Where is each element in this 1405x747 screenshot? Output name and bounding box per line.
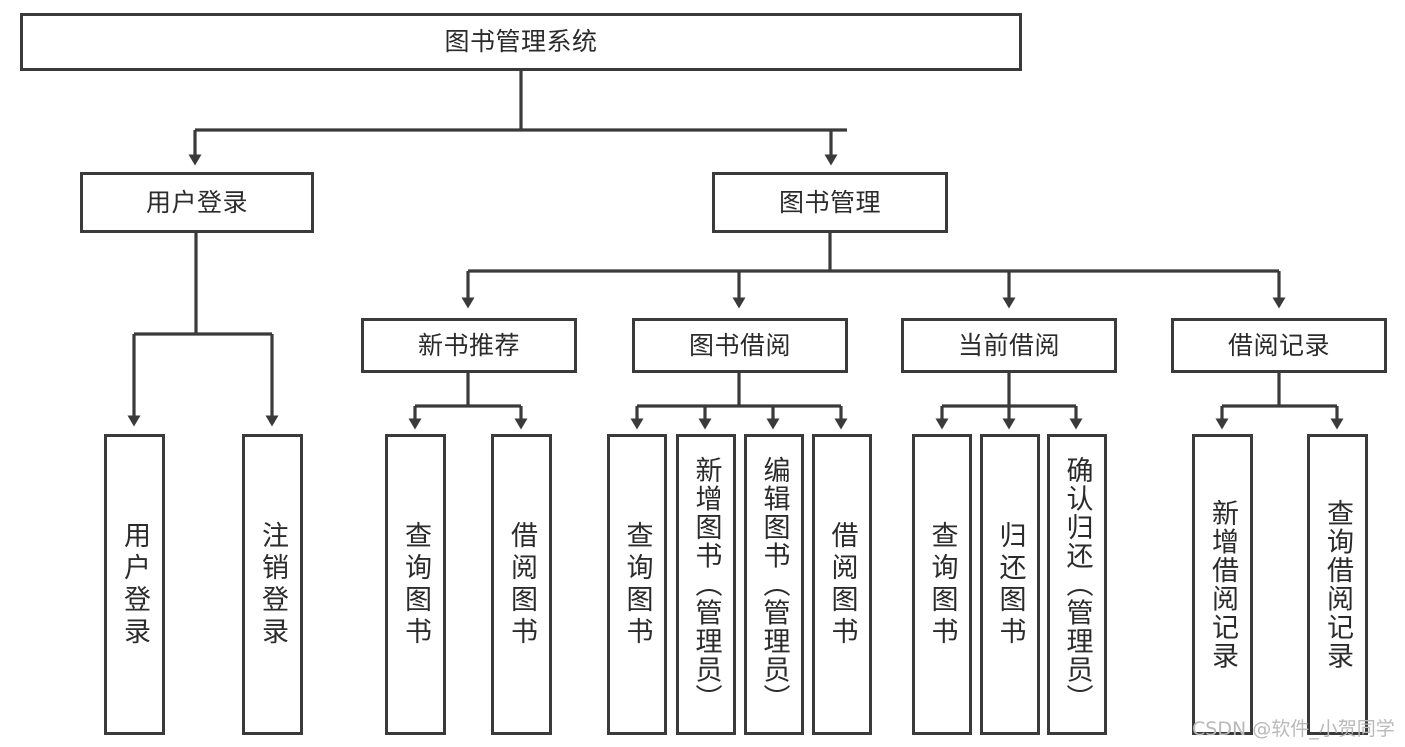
node-user-login-label: 用户登录 xyxy=(145,187,248,217)
watermark: CSDN @软件_小贺同学 xyxy=(1192,718,1395,740)
leaf-borrow-record-1[interactable]: 新增借阅记录 xyxy=(1192,434,1253,735)
leaf-book-borrow-4-label: 借阅图书 xyxy=(826,520,858,649)
node-borrow-record[interactable]: 借阅记录 xyxy=(1171,318,1387,373)
node-borrow-record-label: 借阅记录 xyxy=(1227,330,1330,360)
node-current-borrow-label: 当前借阅 xyxy=(957,330,1060,360)
leaf-new-book-1-label: 查询图书 xyxy=(400,520,431,649)
leaf-current-borrow-3-label: 确认归还（管理员） xyxy=(1061,456,1093,713)
leaf-user-login-2[interactable]: 注销登录 xyxy=(242,434,303,735)
node-book-manage-label: 图书管理 xyxy=(778,187,881,217)
leaf-borrow-record-1-label: 新增借阅记录 xyxy=(1207,499,1238,670)
node-book-borrow[interactable]: 图书借阅 xyxy=(632,318,848,373)
leaf-new-book-2[interactable]: 借阅图书 xyxy=(491,434,552,735)
leaf-user-login-2-label: 注销登录 xyxy=(257,520,288,649)
node-new-book-recommend[interactable]: 新书推荐 xyxy=(361,318,577,373)
node-user-login[interactable]: 用户登录 xyxy=(80,172,314,233)
leaf-new-book-1[interactable]: 查询图书 xyxy=(385,434,446,735)
leaf-book-borrow-4[interactable]: 借阅图书 xyxy=(812,434,872,735)
leaf-book-borrow-2[interactable]: 新增图书（管理员） xyxy=(676,434,736,735)
leaf-user-login-1[interactable]: 用户登录 xyxy=(104,434,165,735)
leaf-new-book-2-label: 借阅图书 xyxy=(506,520,537,649)
node-root-label: 图书管理系统 xyxy=(444,27,598,56)
node-new-book-recommend-label: 新书推荐 xyxy=(417,330,520,360)
leaf-book-borrow-1[interactable]: 查询图书 xyxy=(607,434,667,735)
leaf-current-borrow-2[interactable]: 归还图书 xyxy=(980,434,1040,735)
leaf-user-login-1-label: 用户登录 xyxy=(119,520,150,649)
leaf-borrow-record-2[interactable]: 查询借阅记录 xyxy=(1307,434,1368,735)
leaf-book-borrow-3-label: 编辑图书（管理员） xyxy=(758,456,790,713)
leaf-current-borrow-1[interactable]: 查询图书 xyxy=(912,434,972,735)
leaf-current-borrow-1-label: 查询图书 xyxy=(926,520,958,649)
node-root[interactable]: 图书管理系统 xyxy=(20,13,1022,71)
leaf-borrow-record-2-label: 查询借阅记录 xyxy=(1322,499,1353,670)
node-current-borrow[interactable]: 当前借阅 xyxy=(901,318,1117,373)
leaf-book-borrow-3[interactable]: 编辑图书（管理员） xyxy=(744,434,804,735)
leaf-current-borrow-3[interactable]: 确认归还（管理员） xyxy=(1047,434,1107,735)
node-book-manage[interactable]: 图书管理 xyxy=(712,172,948,233)
leaf-current-borrow-2-label: 归还图书 xyxy=(994,520,1026,649)
leaf-book-borrow-2-label: 新增图书（管理员） xyxy=(690,456,722,713)
leaf-book-borrow-1-label: 查询图书 xyxy=(621,520,653,649)
node-book-borrow-label: 图书借阅 xyxy=(688,330,791,360)
